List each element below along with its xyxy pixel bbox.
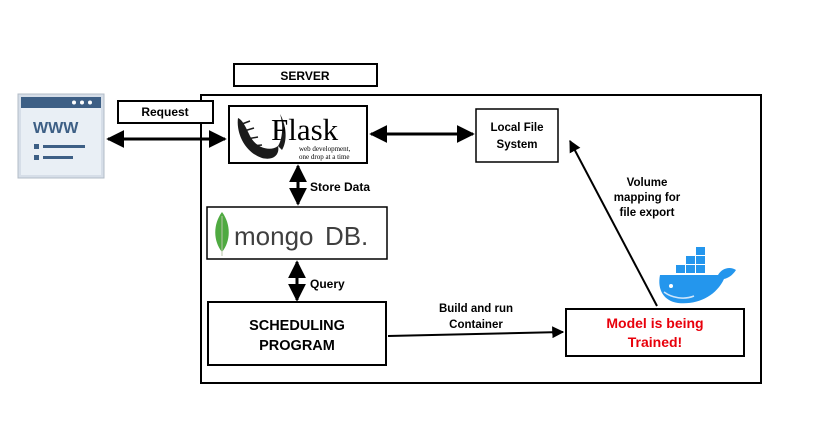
- docker-whale-icon: [659, 247, 736, 304]
- local-file-system-box: Local File System: [475, 108, 559, 163]
- volume-line1: Volume: [627, 177, 668, 189]
- scheduling-program-box: SCHEDULING PROGRAM: [207, 301, 387, 366]
- mongodb-box: mongo DB .: [206, 206, 388, 260]
- build-run-line1: Build and run: [439, 303, 513, 315]
- flask-box: Flask web development, one drop at a tim…: [228, 105, 368, 164]
- www-text: WWW: [33, 120, 79, 137]
- flask-name: Flask: [271, 112, 339, 147]
- volume-line3: file export: [620, 207, 675, 219]
- mongodb-name-a: mongo: [234, 221, 314, 251]
- model-line2: Trained!: [628, 334, 682, 350]
- browser-www-icon: WWW: [17, 93, 105, 179]
- server-label-box: SERVER: [233, 63, 378, 87]
- mongodb-leaf-icon: [215, 212, 229, 256]
- scheduling-line2: PROGRAM: [259, 338, 335, 354]
- flask-horn-icon: [237, 114, 286, 159]
- request-label: Request: [141, 105, 188, 119]
- scheduling-line1: SCHEDULING: [249, 318, 345, 334]
- server-container: [200, 94, 762, 384]
- store-data-label: Store Data: [310, 180, 370, 194]
- volume-mapping-arrow: [569, 139, 658, 307]
- flask-tagline-2: one drop at a time: [299, 153, 350, 161]
- request-box: Request: [117, 100, 214, 124]
- volume-line2: mapping for: [614, 192, 681, 204]
- server-label: SERVER: [280, 69, 329, 83]
- query-label: Query: [310, 277, 345, 291]
- model-line1: Model is being: [606, 315, 703, 331]
- local-fs-line1: Local File: [490, 122, 543, 134]
- mongodb-name-b: DB: [325, 221, 361, 251]
- build-run-line2: Container: [449, 319, 503, 331]
- local-fs-line2: System: [497, 139, 538, 151]
- mongodb-dot: .: [361, 221, 368, 251]
- flask-tagline-1: web development,: [299, 145, 351, 153]
- scheduling-model-arrow: [387, 326, 565, 339]
- model-box: Model is being Trained!: [565, 308, 745, 357]
